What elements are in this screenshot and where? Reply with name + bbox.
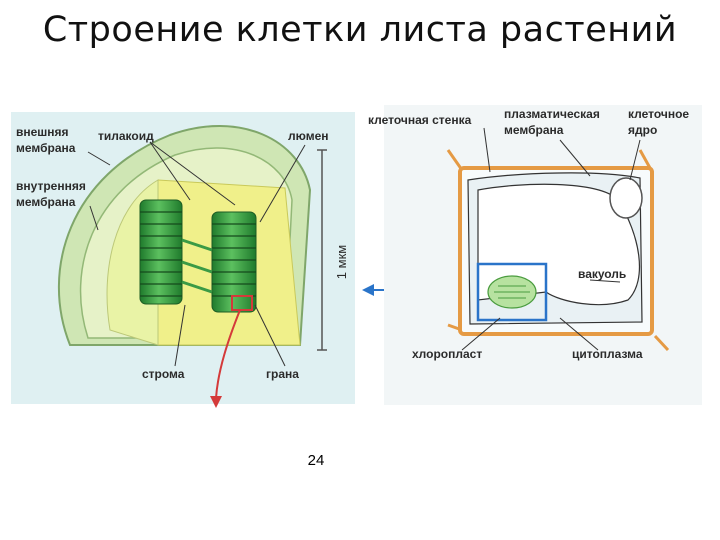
- label-outer-membrane-2: мембрана: [16, 141, 76, 155]
- blue-arrow-head: [362, 284, 374, 296]
- nucleus: [609, 177, 643, 219]
- label-nucleus-2: ядро: [628, 123, 657, 137]
- label-lumen: люмен: [288, 129, 329, 143]
- scale-label: 1 мкм: [334, 245, 349, 279]
- label-cell-wall: клеточная стенка: [368, 113, 472, 127]
- label-vacuole: вакуоль: [578, 267, 626, 281]
- label-inner-membrane-1: внутренняя: [16, 179, 86, 193]
- label-thylakoid: тилакоид: [98, 129, 154, 143]
- plant-cell-panel: клеточная стенка плазматическая мембрана…: [368, 105, 702, 405]
- label-plasma-membrane-1: плазматическая: [504, 107, 600, 121]
- cell-leader-lines: [461, 127, 641, 351]
- red-arrow-head: [210, 396, 222, 408]
- label-outer-membrane-1: внешняя: [16, 125, 69, 139]
- granum-highlight-box: [231, 295, 253, 311]
- vacuole: [477, 183, 640, 306]
- chloroplast-leader-lines: [87, 141, 306, 367]
- label-stroma: строма: [142, 367, 185, 381]
- label-nucleus-1: клеточное: [628, 107, 689, 121]
- page-number: 24: [307, 452, 325, 469]
- stroma-lamellae: [181, 238, 213, 294]
- chloroplast-highlight-box: [476, 262, 548, 322]
- granum-stack-left: [139, 199, 183, 305]
- label-grana: грана: [266, 367, 299, 381]
- label-cytoplasm: цитоплазма: [572, 347, 643, 361]
- slide-title: Строение клетки листа растений: [42, 10, 678, 50]
- label-chloroplast: хлоропласт: [412, 347, 482, 361]
- label-inner-membrane-2: мембрана: [16, 195, 76, 209]
- granum-stack-right: [211, 211, 257, 313]
- label-plasma-membrane-2: мембрана: [504, 123, 564, 137]
- chloroplast-panel: 1 мкм внешняя мембрана внутренняя мембра…: [11, 112, 355, 408]
- red-pointer-line: [215, 309, 241, 399]
